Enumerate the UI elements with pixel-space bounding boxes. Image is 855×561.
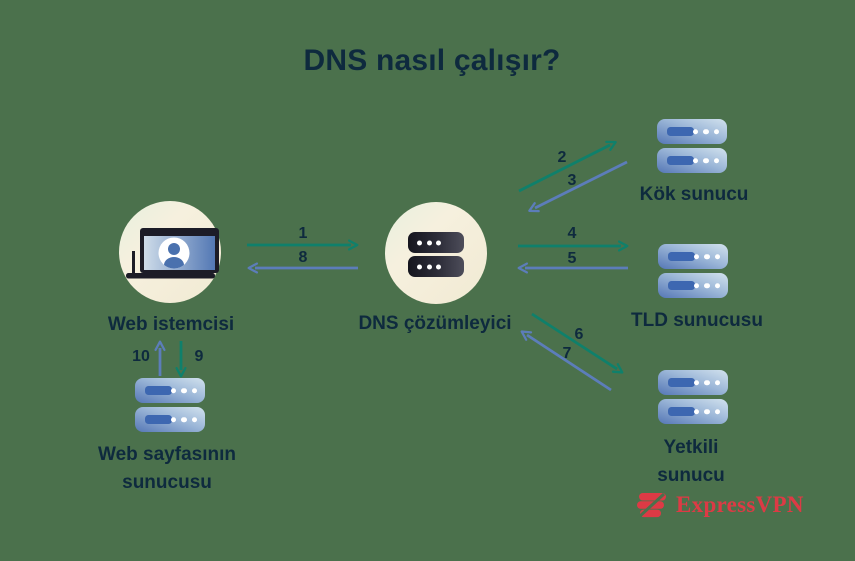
tld-server-icon: [658, 244, 728, 298]
root-server-icon: [657, 119, 727, 173]
step-9-label: 9: [194, 348, 204, 365]
server-leds: [692, 157, 719, 164]
server-slot: [668, 281, 695, 290]
expressvpn-burger-icon: [637, 492, 666, 518]
dns-resolver-node: [385, 202, 487, 304]
server-leds: [693, 408, 720, 415]
server-slot: [667, 127, 694, 136]
server-slot: [668, 407, 695, 416]
server-unit: [658, 399, 728, 424]
server-unit: [135, 378, 205, 403]
step-3-label: 3: [567, 172, 577, 189]
authoritative-server-icon: [658, 370, 728, 424]
step-7-label: 7: [562, 345, 572, 362]
authoritative-server-label-line2: sunucu: [657, 465, 725, 486]
server-leds: [417, 264, 441, 269]
web-page-server-label-line2: sunucusu: [122, 472, 212, 493]
server-slot: [668, 378, 695, 387]
server-rack-dark-icon: [408, 232, 464, 277]
server-unit: [408, 232, 464, 253]
step-2-label: 2: [557, 149, 567, 166]
authoritative-server-label: Yetkili sunucu: [657, 434, 725, 490]
server-leds: [693, 253, 720, 260]
step-10-label: 10: [132, 348, 150, 365]
server-slot: [145, 386, 172, 395]
arrow-step-2: [518, 140, 617, 193]
web-page-server-label: Web sayfasının sunucusu: [98, 441, 236, 497]
arrow-step-3: [528, 160, 628, 213]
step-1-label: 1: [298, 225, 308, 242]
step-6-label: 6: [574, 326, 584, 343]
server-leds: [693, 379, 720, 386]
step-5-label: 5: [567, 250, 577, 267]
web-page-server-label-line1: Web sayfasının: [98, 444, 236, 465]
server-slot: [667, 156, 694, 165]
server-slot: [145, 415, 172, 424]
step-8-label: 8: [298, 249, 308, 266]
server-leds: [170, 387, 197, 394]
page-title: DNS nasıl çalışır?: [303, 44, 561, 77]
server-leds: [693, 282, 720, 289]
arrow-step-6: [531, 312, 624, 374]
laptop-user-icon: [126, 228, 219, 279]
server-slot: [668, 252, 695, 261]
dns-resolver-label: DNS çözümleyici: [358, 313, 512, 334]
server-leds: [170, 416, 197, 423]
arrow-step-7: [520, 330, 612, 392]
server-leds: [417, 240, 441, 245]
web-client-label: Web istemcisi: [107, 314, 235, 335]
server-unit: [658, 244, 728, 269]
server-unit: [657, 119, 727, 144]
server-unit: [658, 370, 728, 395]
server-unit: [135, 407, 205, 432]
root-server-label: Kök sunucu: [639, 184, 749, 205]
authoritative-server-label-line1: Yetkili: [663, 437, 719, 458]
brand-logo: ExpressVPN: [637, 492, 804, 518]
server-unit: [658, 273, 728, 298]
user-avatar-icon: [164, 243, 184, 269]
web-page-server-icon: [135, 378, 205, 432]
tld-server-label: TLD sunucusu: [631, 310, 763, 331]
server-leds: [692, 128, 719, 135]
web-client-node: [119, 201, 221, 303]
step-4-label: 4: [567, 225, 577, 242]
server-unit: [408, 256, 464, 277]
brand-name: ExpressVPN: [676, 492, 804, 517]
server-unit: [657, 148, 727, 173]
